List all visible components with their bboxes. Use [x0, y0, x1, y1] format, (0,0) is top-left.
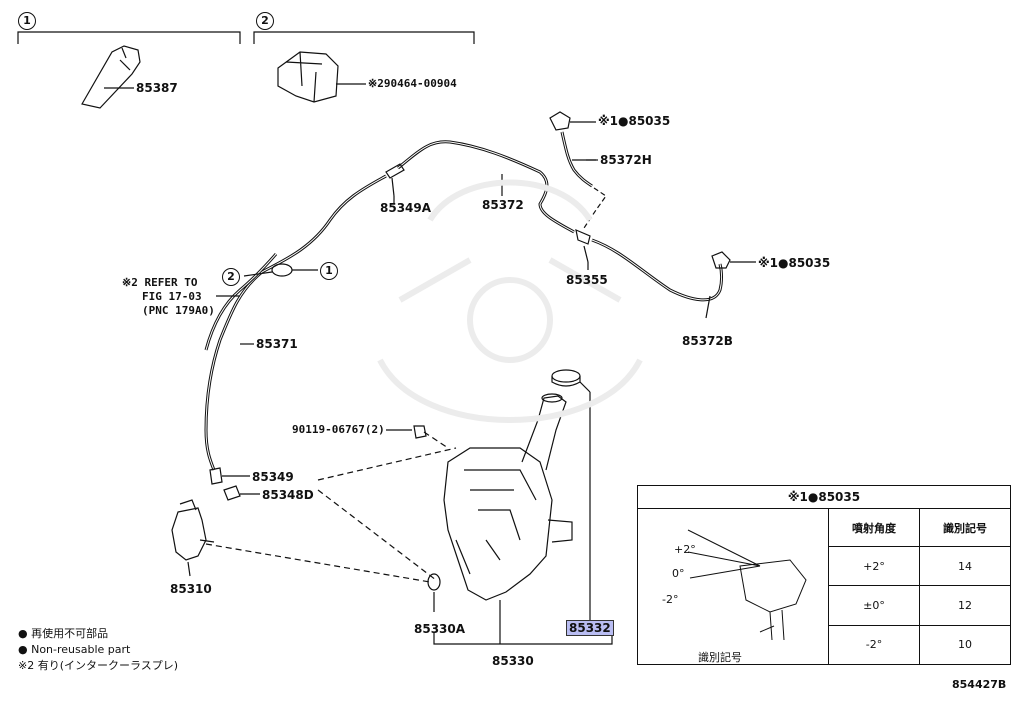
spec-header-angle: 噴射角度	[828, 508, 920, 547]
spec-header-mark: 識別記号	[919, 508, 1011, 547]
angle-zero-label: 0°	[672, 567, 685, 580]
spec-row-1-mark: 14	[919, 545, 1011, 587]
legend: ● 再使用不可部品 ● Non-reusable part ※2 有り(インター…	[18, 626, 178, 674]
group-2-bracket	[253, 31, 475, 44]
identification-mark-label: 識別記号	[698, 651, 742, 664]
legend-line-3: ※2 有り(インタークーラスプレ)	[18, 659, 179, 672]
part-label-90119-06767[interactable]: 90119-06767(2)	[292, 423, 385, 436]
part-label-85310[interactable]: 85310	[170, 582, 212, 596]
spec-row-2-angle: ±0°	[828, 585, 920, 626]
part-label-85348D[interactable]: 85348D	[262, 488, 314, 502]
part-label-85330[interactable]: 85330	[492, 654, 534, 668]
legend-line-1: ● 再使用不可部品	[18, 627, 109, 640]
part-label-85330A[interactable]: 85330A	[414, 622, 466, 636]
part-label-85035-right[interactable]: ※1●85035	[758, 256, 831, 270]
angle-plus-label: +2°	[674, 543, 696, 556]
part-label-85035-top[interactable]: ※1●85035	[598, 114, 671, 128]
spec-diagram-cell: +2° 0° -2° 識別記号	[637, 508, 829, 665]
refer-note-line-1: ※2 REFER TO	[122, 276, 198, 289]
group-1-marker: 1	[18, 12, 36, 30]
spec-row-3-angle: -2°	[828, 624, 920, 666]
part-label-85349[interactable]: 85349	[252, 470, 294, 484]
pump-drawing	[171, 507, 207, 561]
nozzle-spec-table: ※1●85035 +2° 0° -2° 識別記号 噴射角度 識別記号 +2° 1…	[637, 485, 1011, 666]
spec-row-2-mark: 12	[919, 585, 1011, 626]
part-label-85371[interactable]: 85371	[256, 337, 298, 351]
refer-note-line-2: FIG 17-03	[142, 290, 202, 303]
nozzle-top-drawing	[549, 111, 571, 131]
ref-1-marker: 1	[320, 262, 338, 280]
part-label-85349A[interactable]: 85349A	[380, 201, 432, 215]
clip-85387-drawing	[81, 45, 141, 109]
watermark-drawing	[377, 179, 643, 423]
part-label-85387[interactable]: 85387	[136, 81, 178, 95]
spec-row-3-mark: 10	[919, 624, 1011, 666]
spec-table-title: ※1●85035	[637, 485, 1011, 509]
ref-2-marker: 2	[222, 268, 240, 286]
figure-id: 854427B	[952, 678, 1007, 691]
spec-row-1-angle: +2°	[828, 545, 920, 587]
part-label-85372[interactable]: 85372	[482, 198, 524, 212]
clamp-90464-drawing	[277, 51, 339, 103]
part-label-90464-00904[interactable]: ※290464-00904	[368, 77, 457, 90]
part-label-85332[interactable]: 85332	[566, 620, 614, 636]
part-label-85372H[interactable]: 85372H	[600, 153, 652, 167]
part-label-85372B[interactable]: 85372B	[682, 334, 733, 348]
legend-line-2: ● Non-reusable part	[18, 643, 131, 656]
refer-note-line-3[interactable]: (PNC 179A0)	[142, 304, 215, 317]
group-1-bracket	[17, 31, 241, 44]
angle-minus-label: -2°	[662, 593, 679, 606]
group-2-marker: 2	[256, 12, 274, 30]
tank-drawing	[443, 447, 553, 601]
part-label-85355[interactable]: 85355	[566, 273, 608, 287]
